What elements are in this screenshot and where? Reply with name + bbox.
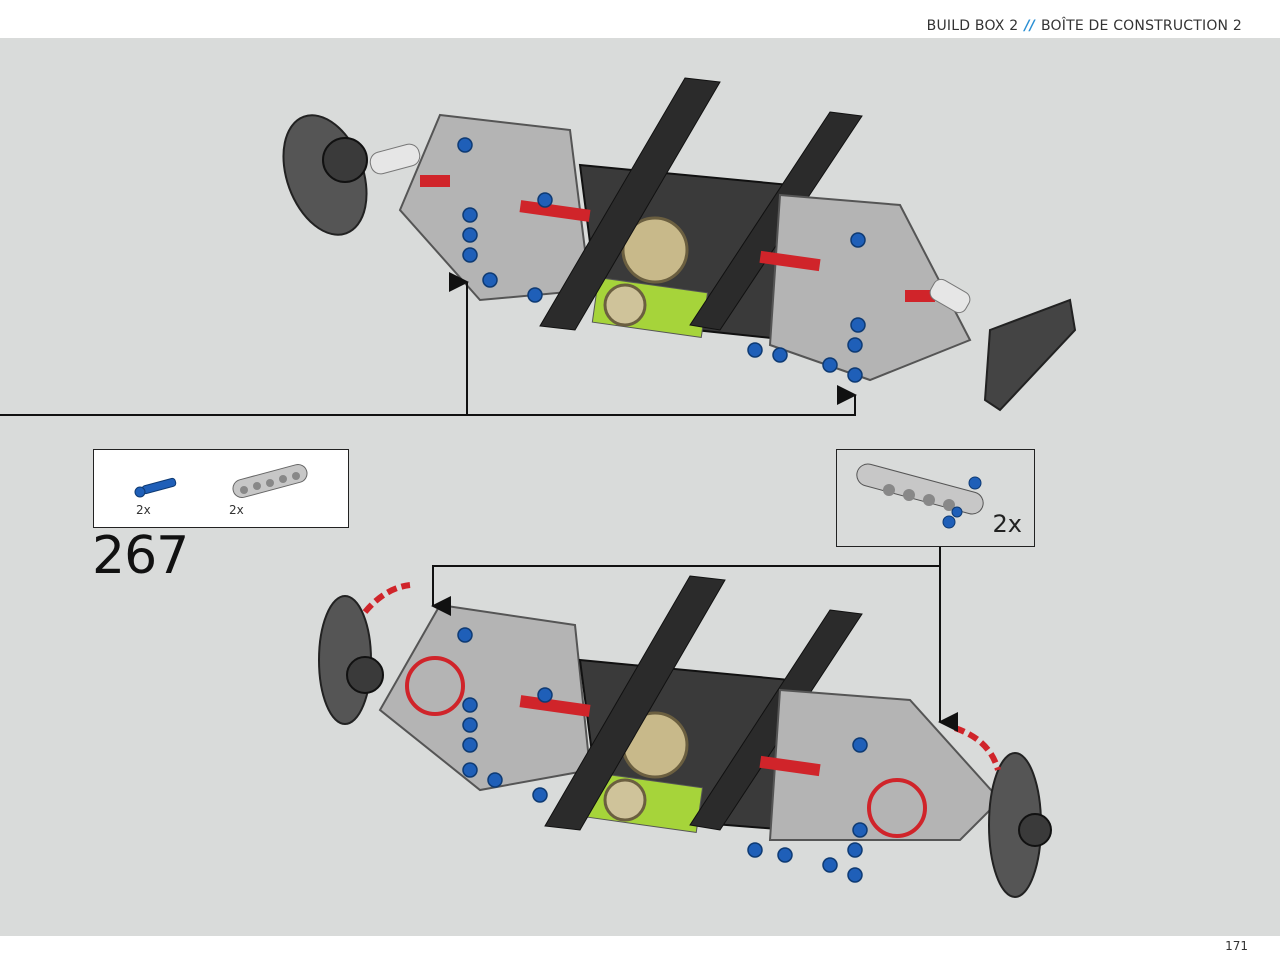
page-footer: 171 — [0, 936, 1280, 974]
highlight-circle-left-icon — [405, 656, 465, 716]
part-qty-grey-beam: 2x — [229, 503, 244, 517]
bottom-chassis-assembly — [318, 575, 1052, 898]
page-number: 171 — [1225, 939, 1248, 953]
part-qty-blue-pin: 2x — [136, 503, 151, 517]
header-build-box-fr: BOÎTE DE CONSTRUCTION 2 — [1040, 18, 1242, 34]
page-header: BUILD BOX 2 // BOÎTE DE CONSTRUCTION 2 — [0, 0, 1280, 38]
step-number: 267 — [92, 526, 189, 586]
top-chassis-assembly — [282, 77, 1077, 412]
rotate-arrow-right-icon — [953, 725, 1001, 771]
blue-axle-pin-icon — [134, 477, 177, 498]
parts-list: 2x 2x — [93, 449, 349, 528]
header-separator: // — [1024, 18, 1035, 34]
right-wheel-hub-icon — [983, 298, 1077, 412]
gear-icon — [621, 216, 689, 284]
subassembly-illustration — [856, 463, 984, 529]
rotate-arrow-left-icon — [362, 582, 411, 614]
highlight-circle-right-icon — [867, 778, 927, 838]
parts-illustration — [134, 463, 308, 499]
connector-line-right — [0, 385, 857, 416]
subassembly-qty: 2x — [992, 510, 1022, 538]
grey-beam-icon — [232, 463, 308, 499]
subassembly-arrow-left — [431, 545, 941, 616]
header-build-box: BUILD BOX 2 — [926, 18, 1019, 34]
left-wheel-hub-icon — [282, 114, 368, 236]
header-title: BUILD BOX 2 // BOÎTE DE CONSTRUCTION 2 — [927, 18, 1242, 34]
subassembly-callout: 2x — [836, 449, 1035, 547]
